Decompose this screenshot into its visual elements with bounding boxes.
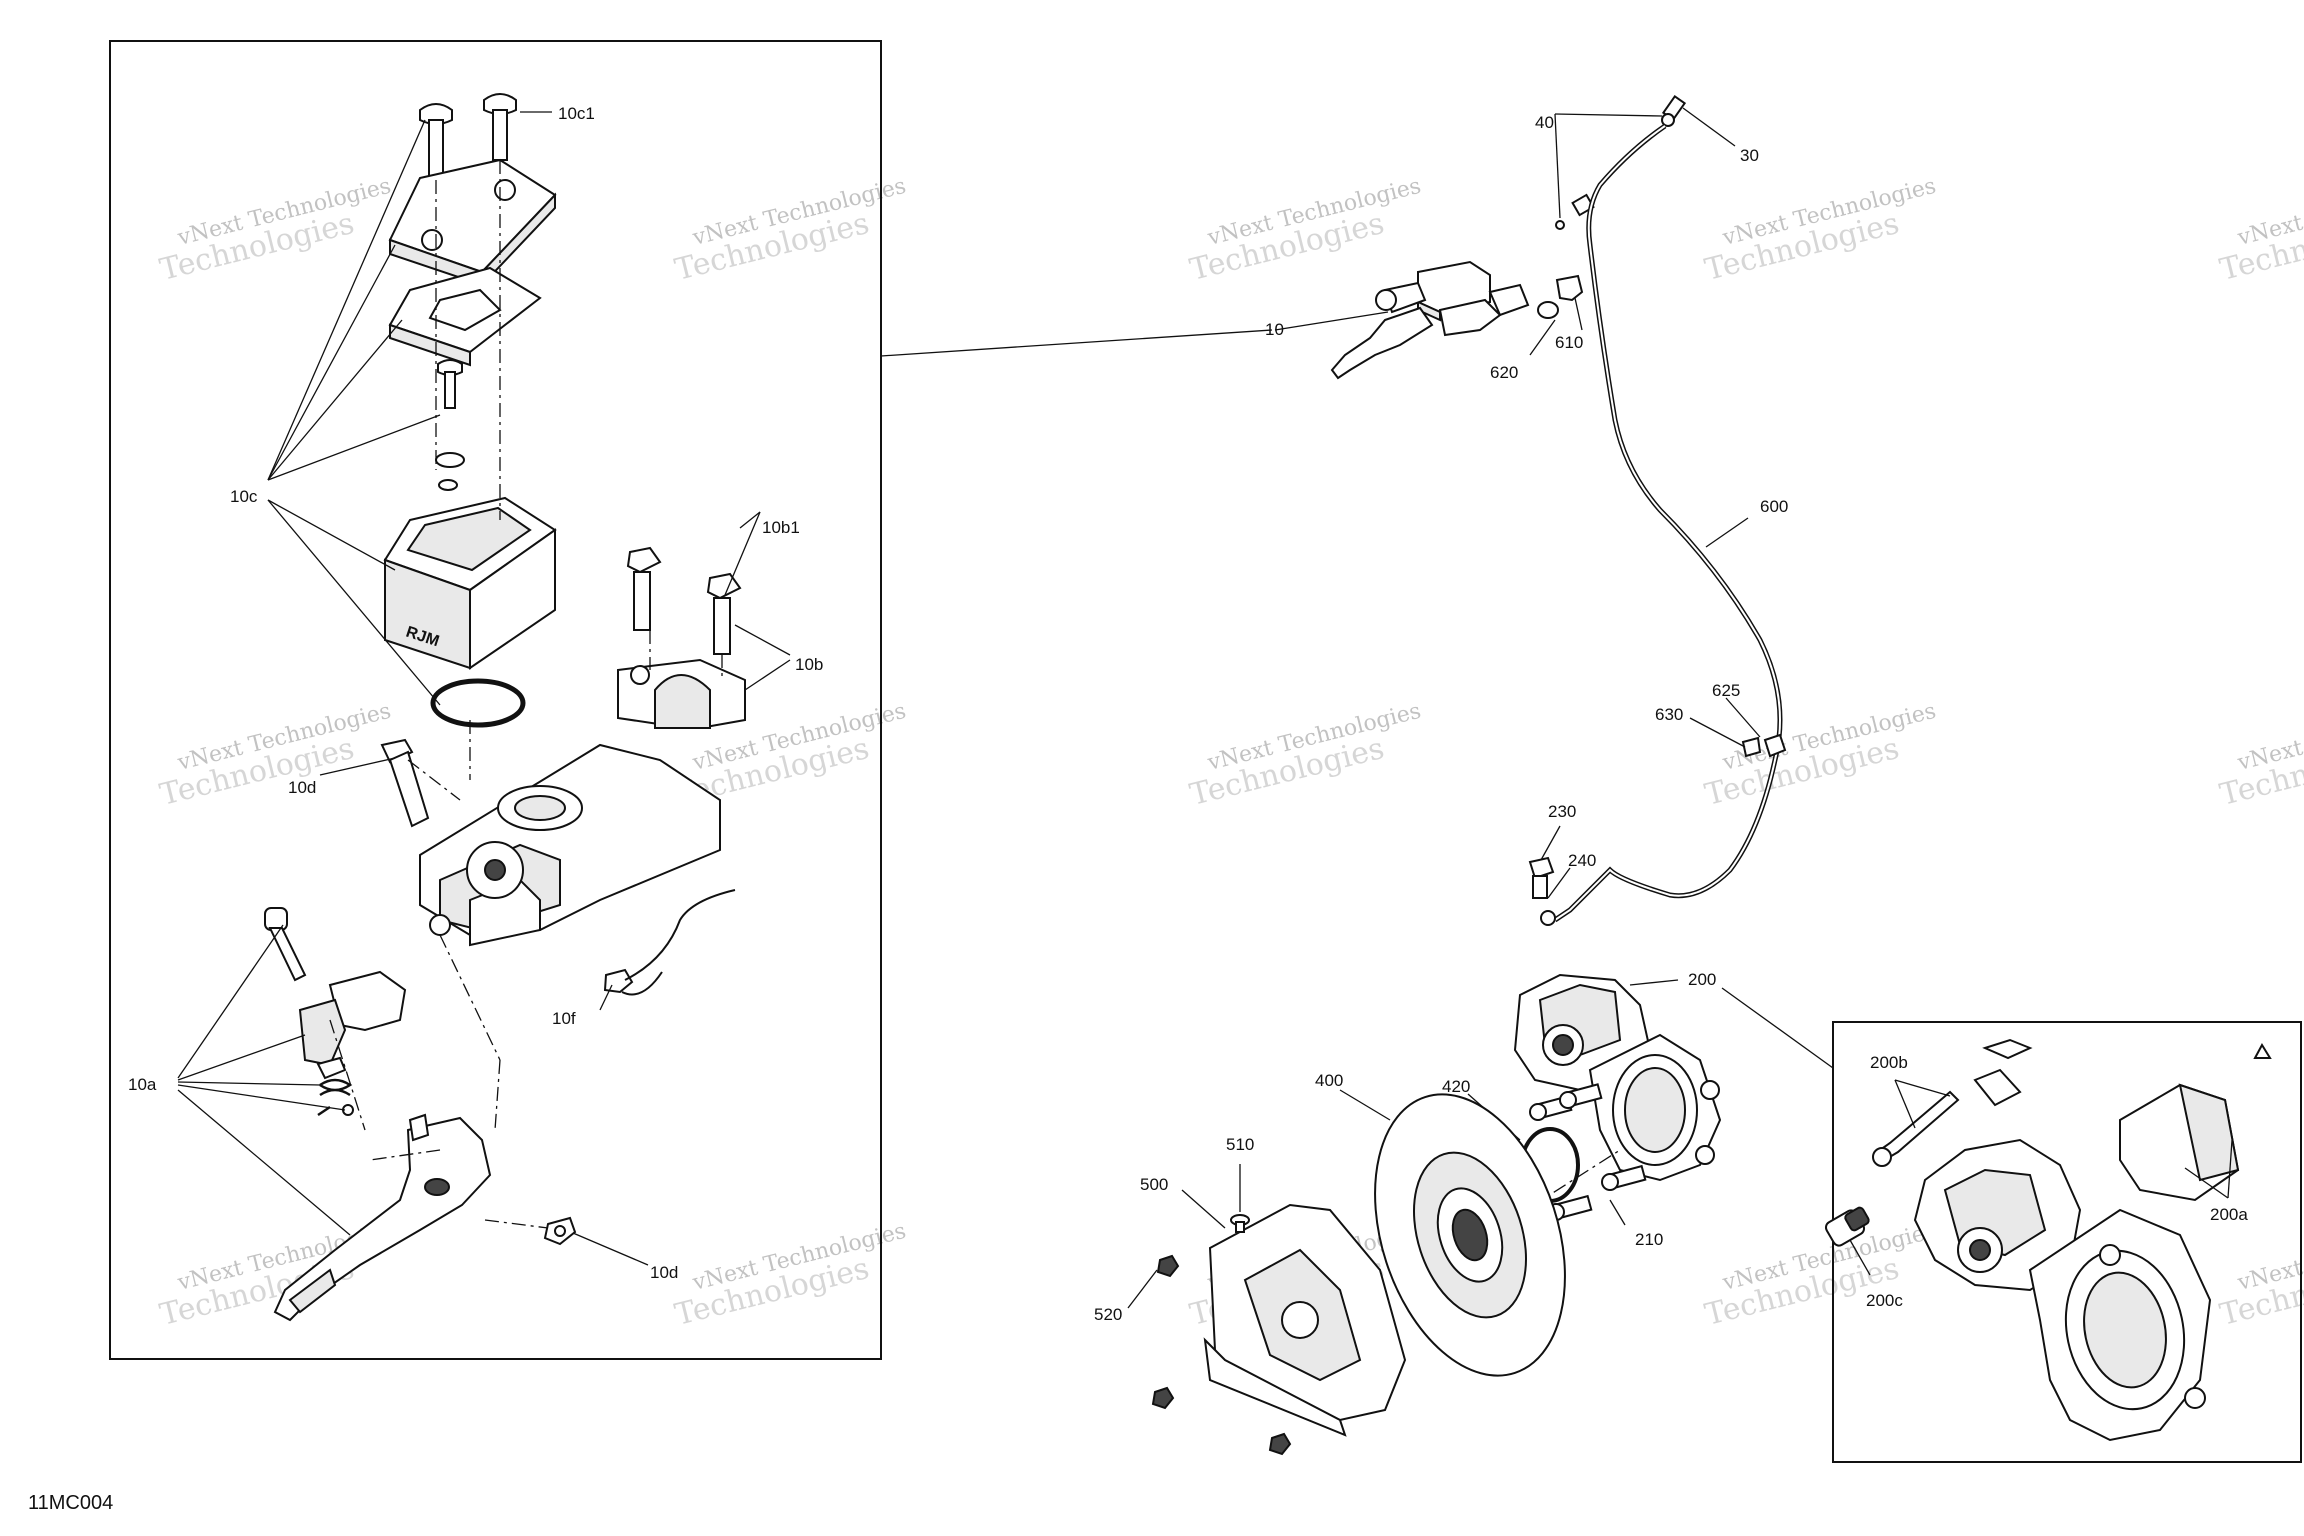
leaders-500-520 xyxy=(1127,1164,1241,1309)
brake-lever[interactable] xyxy=(273,1113,492,1322)
callout-500: 500 xyxy=(1140,1175,1168,1194)
callout-30: 30 xyxy=(1740,146,1759,165)
clamp-bolt-1[interactable] xyxy=(626,546,662,631)
mounting-bolt-b[interactable] xyxy=(1559,1083,1603,1109)
bleeder-valve-230[interactable] xyxy=(1528,856,1555,899)
reservoir-screw[interactable] xyxy=(437,359,463,409)
callout-200b: 200b xyxy=(1870,1053,1908,1072)
callout-200a: 200a xyxy=(2210,1205,2248,1224)
nut-520-c[interactable] xyxy=(1268,1432,1292,1456)
callout-10c1: 10c1 xyxy=(558,104,595,123)
caliper-detail[interactable] xyxy=(1913,1138,2212,1442)
callout-40: 40 xyxy=(1535,113,1554,132)
callout-230: 230 xyxy=(1548,802,1576,821)
callout-10a: 10a xyxy=(128,1075,157,1094)
seal-washer[interactable] xyxy=(435,452,465,468)
master-cylinder-body[interactable] xyxy=(419,743,721,947)
brake-pads-200a[interactable] xyxy=(2119,1042,2272,1202)
callout-210: 210 xyxy=(1635,1230,1663,1249)
lever-spring[interactable] xyxy=(317,1078,353,1117)
brake-switch-10f[interactable] xyxy=(603,889,736,996)
o-ring-reservoir[interactable] xyxy=(430,678,526,728)
callout-10b1: 10b1 xyxy=(762,518,800,537)
detail-frame-master-cylinder xyxy=(109,40,882,1360)
callout-10c: 10c xyxy=(230,487,258,506)
disc-guard-500[interactable] xyxy=(1203,1203,1407,1437)
callout-630: 630 xyxy=(1655,705,1683,724)
hose-clip-610[interactable] xyxy=(1555,274,1584,302)
callout-420: 420 xyxy=(1442,1077,1470,1096)
master-cylinder-assembly[interactable] xyxy=(1330,260,1530,380)
reservoir-body[interactable]: RJM xyxy=(383,496,557,670)
seal-washer-small[interactable] xyxy=(438,479,458,491)
nut-520-b[interactable] xyxy=(1151,1386,1175,1410)
mounting-bolt-210a[interactable] xyxy=(1601,1164,1647,1191)
bleeder-200c[interactable] xyxy=(1824,1206,1870,1248)
leader-200-detail xyxy=(1721,987,1834,1069)
nut-520[interactable] xyxy=(1156,1254,1180,1278)
callout-200c: 200c xyxy=(1866,1291,1903,1310)
detail-link-line xyxy=(880,329,1273,357)
callout-200: 200 xyxy=(1688,970,1716,989)
callout-520: 520 xyxy=(1094,1305,1122,1324)
crush-washer-240[interactable] xyxy=(1540,910,1556,926)
brake-disc-400[interactable] xyxy=(1341,1070,1598,1400)
brake-caliper-200[interactable] xyxy=(1513,973,1722,1182)
leaders-hose xyxy=(1529,297,1761,899)
callout-510: 510 xyxy=(1226,1135,1254,1154)
lever-screw[interactable] xyxy=(264,907,307,982)
diagram-id: 11MC004 xyxy=(28,1492,114,1514)
callout-10b: 10b xyxy=(795,655,823,674)
clamp-bolt-10b1[interactable] xyxy=(706,572,742,655)
leaders-40-30 xyxy=(1554,107,1736,219)
banjo-bolt-30[interactable] xyxy=(1661,94,1687,127)
screw-10c[interactable] xyxy=(419,103,453,179)
leader-10 xyxy=(1274,311,1389,331)
lever-adjuster[interactable] xyxy=(298,970,407,1080)
callout-620: 620 xyxy=(1490,363,1518,382)
lock-nut-10d[interactable] xyxy=(543,1216,577,1246)
leader-400 xyxy=(1339,1089,1391,1121)
callout-labels: 10c1 10c 10b1 10b 10d 10f 10a 10d 40 30 … xyxy=(128,104,2248,1324)
screw-510[interactable] xyxy=(1230,1214,1250,1233)
callout-400: 400 xyxy=(1315,1071,1343,1090)
assembly-axis-lines xyxy=(329,160,723,1229)
leaders-detail xyxy=(1849,1079,2233,1276)
callout-610: 610 xyxy=(1555,333,1583,352)
brake-hose-600[interactable] xyxy=(1553,123,1783,923)
leader-200 xyxy=(1629,979,1679,986)
callout-600: 600 xyxy=(1760,497,1788,516)
grommet-620[interactable] xyxy=(1537,301,1559,319)
callout-10d-bottom: 10d xyxy=(650,1263,678,1282)
leaders-10c xyxy=(267,119,441,706)
leaders-left xyxy=(177,511,791,1266)
callout-240: 240 xyxy=(1568,851,1596,870)
screw-10c1[interactable] xyxy=(483,93,517,161)
reservoir-cap[interactable] xyxy=(388,158,557,288)
callout-625: 625 xyxy=(1712,681,1740,700)
hose-guide-630[interactable] xyxy=(1741,736,1762,758)
callout-10d-top: 10d xyxy=(288,778,316,797)
callout-10f: 10f xyxy=(552,1009,576,1028)
pivot-pin-10d[interactable] xyxy=(380,738,430,828)
reservoir-diaphragm[interactable] xyxy=(388,266,542,367)
callout-10: 10 xyxy=(1265,320,1284,339)
hose-guide-625[interactable] xyxy=(1763,733,1787,758)
handlebar-clamp[interactable] xyxy=(617,658,746,730)
pad-pin-200b[interactable] xyxy=(1872,1038,2033,1167)
